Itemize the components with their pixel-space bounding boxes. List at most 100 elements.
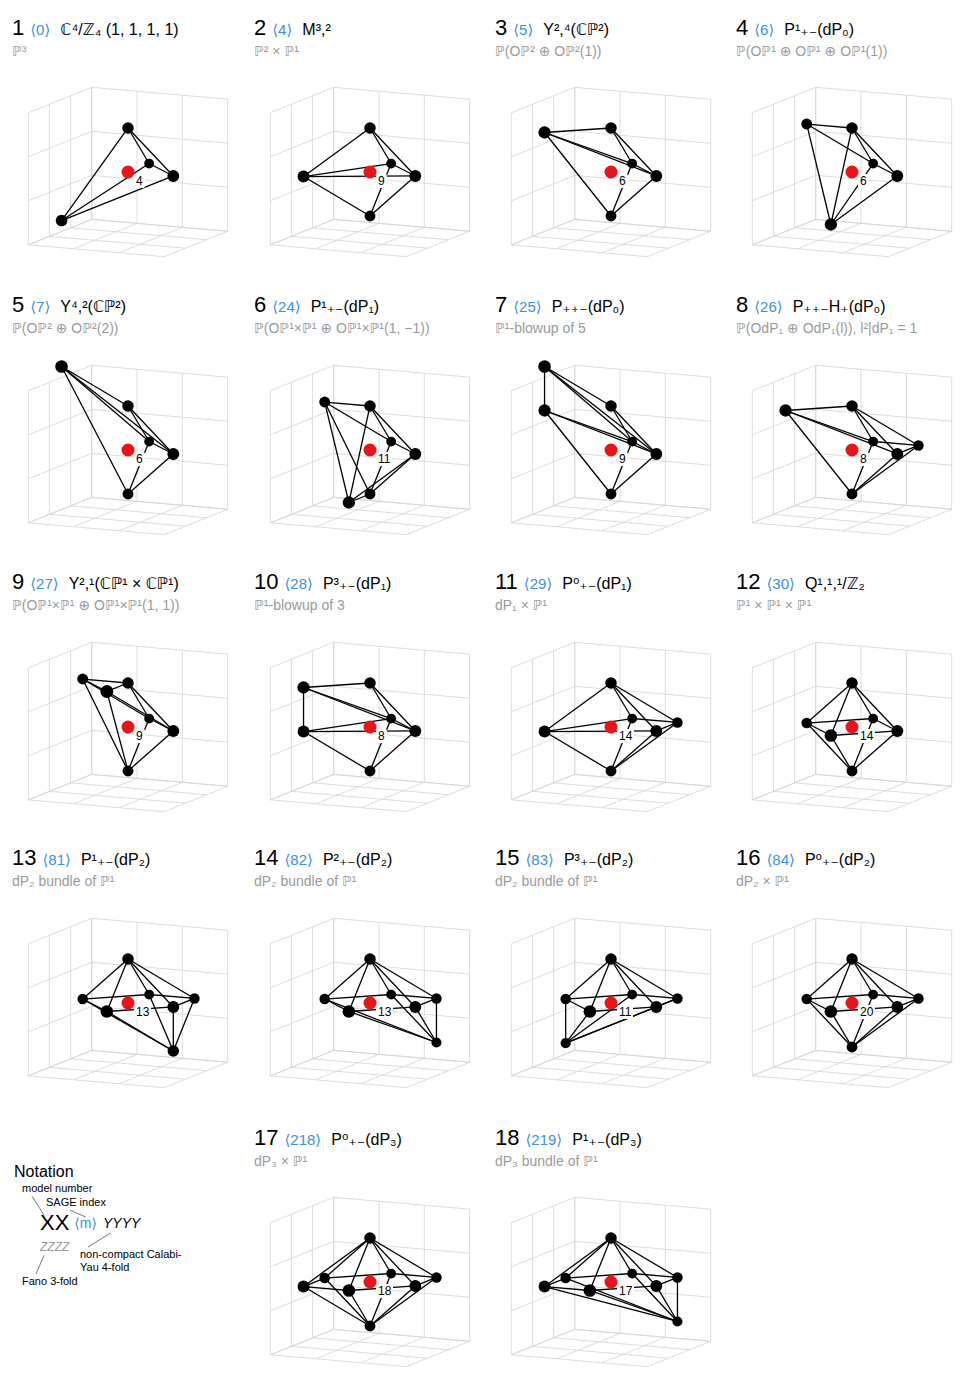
grid-line xyxy=(511,668,512,800)
grid-line xyxy=(532,935,533,1067)
grid-line xyxy=(270,1223,271,1355)
grid-line xyxy=(532,104,533,236)
grid-line xyxy=(119,505,182,530)
grid-line xyxy=(575,1329,711,1341)
grid-line xyxy=(575,453,711,465)
grid-line xyxy=(575,175,711,187)
grid-line xyxy=(575,774,711,786)
polytope-edge xyxy=(611,959,677,998)
sage-index: ⟨28⟩ xyxy=(284,575,312,593)
polytope-edge xyxy=(304,688,416,731)
vertex-dot xyxy=(365,766,376,777)
vertex-dot xyxy=(343,1284,356,1297)
grid-line xyxy=(333,642,334,774)
grid-line xyxy=(795,783,931,795)
origin-dot xyxy=(605,444,618,457)
vertex-dot xyxy=(167,170,179,182)
polytope-edge xyxy=(632,1274,677,1322)
grid-line xyxy=(361,505,424,530)
cy-name: P²₊₋(dP₂) xyxy=(323,850,392,869)
grid-line xyxy=(227,99,228,231)
grid-line xyxy=(333,1197,334,1329)
grid-line xyxy=(665,373,666,505)
vertex-dot xyxy=(123,766,134,777)
origin-dot xyxy=(122,444,135,457)
grid-line xyxy=(511,774,574,799)
cy-name: P¹₊₋(dP₂) xyxy=(81,850,150,869)
grid-line xyxy=(554,228,690,240)
grid-line xyxy=(28,175,91,200)
vertex-dot xyxy=(913,440,923,450)
fano-name: dP₃ bundle of ℙ¹ xyxy=(495,1153,598,1170)
vertex-dot xyxy=(386,990,396,1000)
fano-name: ℙ¹-blowup of 3 xyxy=(254,597,345,614)
grid-line xyxy=(92,642,228,654)
grid-line xyxy=(28,1006,91,1031)
vertex-dot xyxy=(409,170,421,182)
polytope-edge xyxy=(852,959,873,995)
grid-line xyxy=(49,791,185,803)
polytope-edge xyxy=(304,1238,370,1287)
point-count: 6 xyxy=(617,174,628,188)
grid-line xyxy=(92,219,228,231)
grid-line xyxy=(361,1058,424,1083)
polytope-edge xyxy=(611,128,632,164)
grid-line xyxy=(620,646,621,778)
model-number: 13 xyxy=(12,845,36,871)
grid-line xyxy=(28,131,91,156)
vertex-dot xyxy=(319,994,330,1005)
grid-line xyxy=(798,501,861,526)
fano-name: ℙ³ xyxy=(12,43,26,60)
grid-line xyxy=(511,774,574,799)
grid-line xyxy=(92,918,228,930)
polytope-edge xyxy=(325,402,370,494)
origin-dot xyxy=(122,166,135,179)
grid-line xyxy=(752,1076,888,1088)
polytope-edge xyxy=(852,959,918,998)
grid-line xyxy=(92,219,228,231)
model-number: 8 xyxy=(736,292,748,318)
grid-line xyxy=(182,926,183,1058)
grid-line xyxy=(28,668,29,800)
sage-index: ⟨29⟩ xyxy=(524,575,552,593)
polytope-edge xyxy=(632,995,677,999)
grid-line xyxy=(816,409,952,421)
polytope-edge xyxy=(807,124,873,163)
vertex-dot xyxy=(627,714,637,724)
grid-line xyxy=(291,1214,292,1346)
model-number: 16 xyxy=(736,845,760,871)
polytope-edge xyxy=(415,1007,436,1043)
point-count: 4 xyxy=(134,174,145,188)
polytope-edge xyxy=(807,995,873,1000)
grid-line xyxy=(270,1329,333,1354)
polytope-edge xyxy=(325,1274,391,1279)
model-number: 1 xyxy=(12,15,24,41)
grid-line xyxy=(270,219,333,244)
polytope-edge xyxy=(304,1287,370,1326)
grid-line xyxy=(532,791,668,803)
grid-line xyxy=(406,1062,469,1087)
polytope-panel xyxy=(28,642,227,811)
vertex-dot xyxy=(144,990,154,1000)
grid-line xyxy=(794,927,795,1059)
grid-line xyxy=(602,1058,665,1083)
vertex-dot xyxy=(167,1001,179,1013)
grid-line xyxy=(334,686,470,698)
grid-line xyxy=(575,730,711,742)
vertex-dot xyxy=(365,489,376,500)
origin-dot xyxy=(605,1276,618,1289)
grid-line xyxy=(602,227,665,252)
vertex-dot xyxy=(122,122,134,134)
grid-line xyxy=(28,391,29,523)
vertex-dot xyxy=(298,171,310,183)
polytope-panel xyxy=(752,642,951,811)
sage-index: ⟨4⟩ xyxy=(272,21,292,39)
origin-dot xyxy=(364,721,377,734)
fano-name: ℙ(Oℙ¹×ℙ¹ ⊕ Oℙ¹×ℙ¹(1, 1)) xyxy=(12,597,179,614)
grid-line xyxy=(270,1076,406,1088)
model-number: 12 xyxy=(736,569,760,595)
grid-line xyxy=(270,1050,333,1075)
polytope-edge xyxy=(304,128,370,177)
grid-line xyxy=(182,95,183,227)
cy-name: P⁰₊₋(dP₁) xyxy=(562,574,632,593)
